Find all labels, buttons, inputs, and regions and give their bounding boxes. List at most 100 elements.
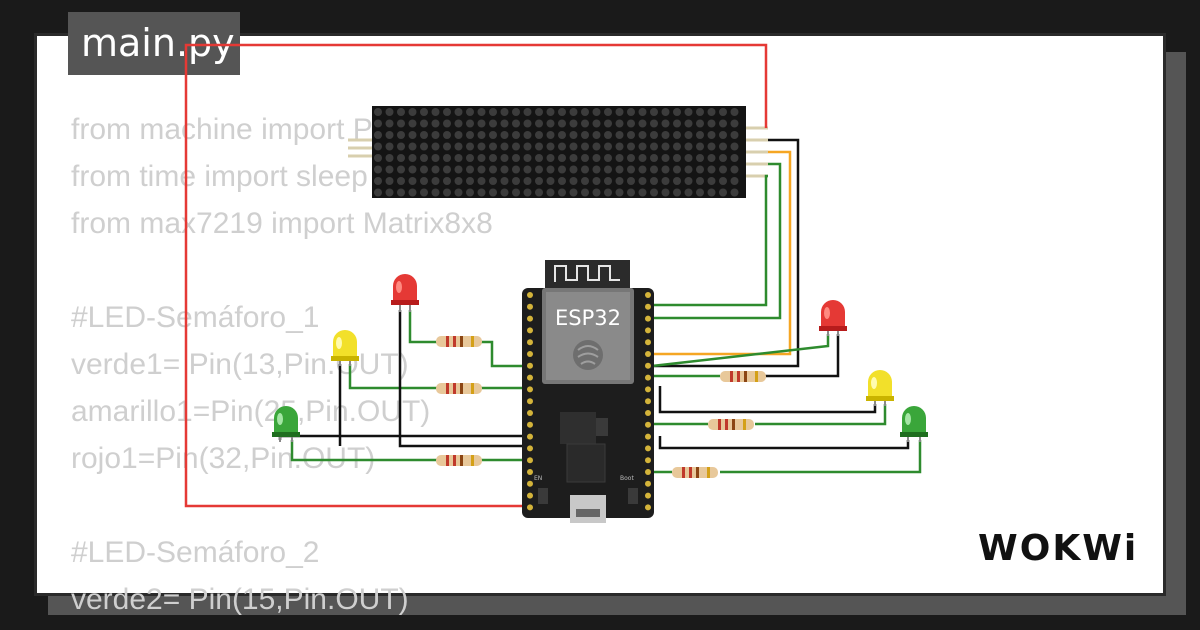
resistor[interactable] (436, 383, 482, 394)
matrix-led-dot (730, 188, 739, 197)
file-tab[interactable]: main.py (68, 12, 240, 75)
header-pin (527, 421, 533, 428)
wire-green-red-resistor (480, 340, 528, 368)
resistor[interactable] (708, 419, 754, 430)
header-pin (645, 303, 651, 310)
resistor[interactable] (436, 336, 482, 347)
matrix-led-dot (673, 119, 681, 128)
matrix-led-dot (661, 142, 670, 151)
matrix-led-dot (638, 142, 647, 151)
matrix-led-dot (569, 108, 578, 116)
header-pin (645, 398, 651, 405)
matrix-led-dot (431, 142, 440, 151)
header-pin (645, 433, 651, 440)
matrix-led-dot (592, 177, 601, 185)
led-yellow-1[interactable] (331, 330, 359, 366)
matrix-led-dot (397, 154, 405, 162)
matrix-led-dot (581, 165, 589, 174)
matrix-led-dot (638, 119, 647, 128)
matrix-led-dot (443, 154, 451, 162)
matrix-led-dot (443, 188, 451, 197)
matrix-led-dot (569, 165, 578, 174)
matrix-led-dot (615, 131, 624, 139)
led-red-2[interactable] (819, 300, 847, 336)
matrix-led-dot (661, 108, 670, 116)
esp32-board[interactable]: ESP32 EN Boot (522, 260, 654, 523)
matrix-led-dot (604, 131, 612, 139)
matrix-led-dot (420, 154, 428, 162)
matrix-led-dot (650, 154, 658, 162)
matrix-led-dot (638, 108, 647, 116)
matrix-led-dot (707, 188, 716, 197)
matrix-led-dot (707, 131, 716, 139)
resistor[interactable] (436, 455, 482, 466)
matrix-led-dot (546, 177, 555, 185)
matrix-led-dot (684, 177, 693, 185)
matrix-led-dot (408, 119, 417, 128)
matrix-led-dot (385, 131, 394, 139)
header-pin (645, 315, 651, 322)
code-line: #LED-Semáforo_2 (71, 536, 320, 569)
led-green-1[interactable] (272, 406, 300, 442)
matrix-led-dot (489, 154, 497, 162)
matrix-led-dot (546, 165, 555, 174)
matrix-led-dot (558, 188, 566, 197)
wire-green-green-led-left (290, 440, 440, 462)
wire-green-right-2 (651, 334, 830, 368)
matrix-led-dot (523, 142, 532, 151)
header-pin (527, 327, 533, 334)
code-line: verde1= Pin(13,Pin.OUT) (71, 348, 409, 381)
matrix-led-dot (558, 154, 566, 162)
matrix-led-dot (443, 131, 451, 139)
matrix-led-dot (454, 177, 463, 185)
wire-black-right-2 (658, 386, 877, 414)
matrix-led-dot (420, 188, 428, 197)
header-pin (645, 374, 651, 381)
matrix-led-dot (500, 165, 509, 174)
matrix-led-dot (466, 142, 474, 151)
matrix-led-dot (604, 154, 612, 162)
led-yellow-2[interactable] (866, 370, 894, 406)
matrix-led-dot (730, 177, 739, 185)
header-pin (645, 410, 651, 416)
matrix-led-dot (673, 165, 681, 174)
led-matrix[interactable] (348, 106, 768, 198)
matrix-led-dot (466, 119, 474, 128)
matrix-led-dot (719, 188, 727, 197)
matrix-led-dot (535, 165, 543, 174)
matrix-led-dot (408, 108, 417, 116)
matrix-led-dot (523, 131, 532, 139)
matrix-led-dot (466, 154, 474, 162)
matrix-led-dot (650, 131, 658, 139)
matrix-led-dot (397, 108, 405, 116)
matrix-led-dot (696, 188, 704, 197)
header-pin (527, 362, 533, 369)
matrix-led-dot (374, 177, 382, 185)
wire-black-gnd-1 (398, 310, 528, 448)
matrix-led-dot (558, 131, 566, 139)
matrix-led-dot (661, 154, 670, 162)
matrix-led-dot (558, 142, 566, 151)
matrix-led-dot (397, 119, 405, 128)
matrix-led-dot (558, 119, 566, 128)
matrix-led-dot (730, 108, 739, 116)
matrix-led-dot (397, 177, 405, 185)
code-line: #LED-Semáforo_1 (71, 301, 320, 334)
resistor[interactable] (672, 467, 718, 478)
en-button[interactable] (538, 488, 548, 504)
header-pin (645, 445, 651, 452)
matrix-led-dot (581, 108, 589, 116)
led-red-1[interactable] (391, 274, 419, 312)
header-pin (645, 421, 651, 428)
resistor[interactable] (720, 371, 766, 382)
boot-button[interactable] (628, 488, 638, 504)
matrix-led-dot (696, 154, 704, 162)
led-green-2[interactable] (900, 406, 928, 442)
matrix-led-dot (466, 188, 474, 197)
matrix-led-dot (604, 142, 612, 151)
matrix-led-dot (385, 165, 394, 174)
matrix-led-dot (431, 119, 440, 128)
matrix-led-dot (546, 154, 555, 162)
matrix-led-dot (546, 142, 555, 151)
matrix-led-dot (719, 165, 727, 174)
